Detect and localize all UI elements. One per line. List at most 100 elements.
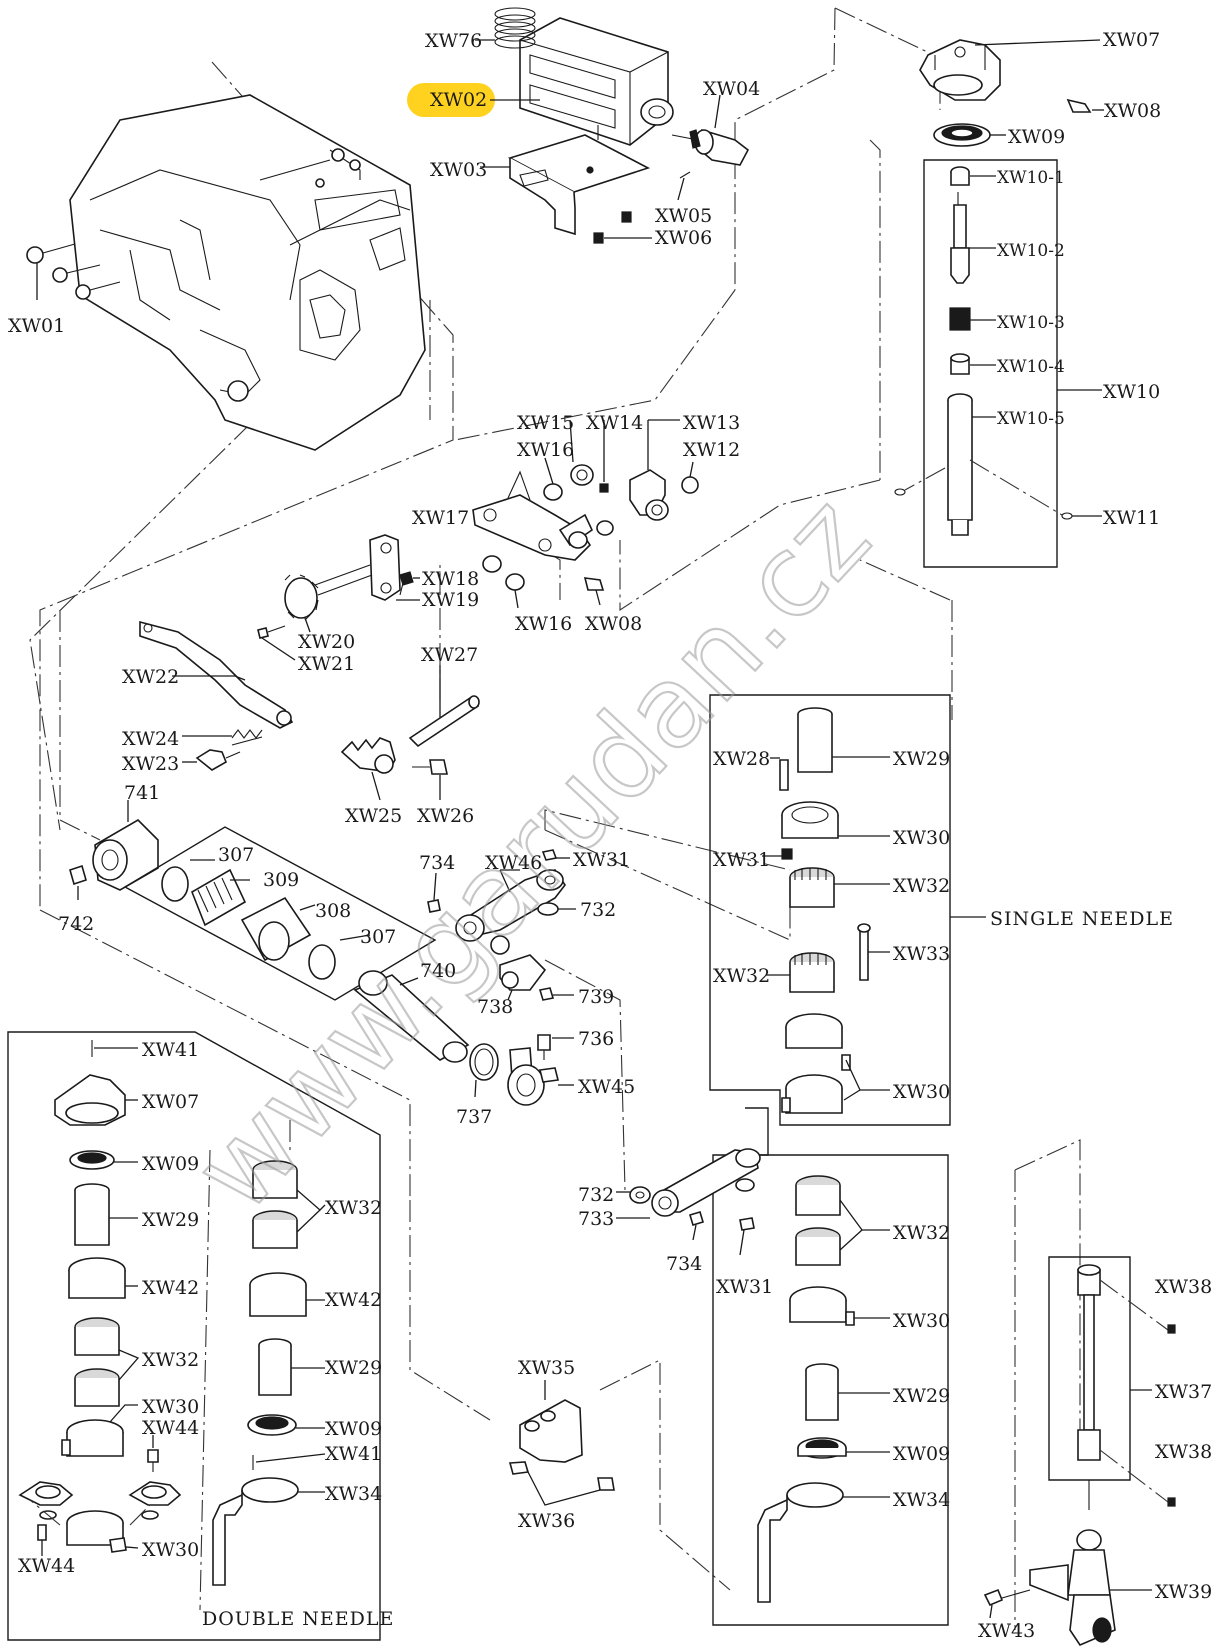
label-xw26[interactable]: XW26: [417, 805, 474, 827]
label-737[interactable]: 737: [456, 1106, 492, 1128]
label-xw42-double-right[interactable]: XW42: [325, 1289, 382, 1311]
label-xw12[interactable]: XW12: [683, 439, 740, 461]
label-xw36[interactable]: XW36: [518, 1510, 575, 1532]
label-xw17[interactable]: XW17: [412, 507, 469, 529]
label-xw09-single[interactable]: XW09: [893, 1443, 950, 1465]
label-xw20[interactable]: XW20: [298, 631, 355, 653]
label-xw21[interactable]: XW21: [298, 653, 355, 675]
label-xw10-1[interactable]: XW10-1: [997, 168, 1065, 188]
label-xw42-double-left[interactable]: XW42: [142, 1277, 199, 1299]
label-xw41-double-right[interactable]: XW41: [325, 1443, 382, 1465]
label-xw13[interactable]: XW13: [683, 412, 740, 434]
label-xw32-double-left[interactable]: XW32: [142, 1349, 199, 1371]
label-xw27[interactable]: XW27: [421, 644, 478, 666]
label-xw01[interactable]: XW01: [8, 315, 65, 337]
label-xw76[interactable]: XW76: [425, 30, 482, 52]
xw15-xw16-bushings: [482, 419, 614, 609]
label-xw30-single-bottom[interactable]: XW30: [893, 1310, 950, 1332]
label-xw16-bottom[interactable]: XW16: [515, 613, 572, 635]
cardan-shaft-xw37: [1048, 1256, 1176, 1507]
label-xw10-5[interactable]: XW10-5: [997, 409, 1065, 429]
label-xw11[interactable]: XW11: [1103, 507, 1160, 529]
bushing-738: [490, 935, 547, 1001]
label-733[interactable]: 733: [578, 1208, 614, 1230]
label-xw29-single-top[interactable]: XW29: [893, 748, 950, 770]
label-xw31-bottom[interactable]: XW31: [716, 1276, 773, 1298]
label-xw37[interactable]: XW37: [1155, 1381, 1212, 1403]
label-xw29-single-bottom[interactable]: XW29: [893, 1385, 950, 1407]
xw09-bearing-top: [933, 123, 1006, 147]
label-xw03[interactable]: XW03: [430, 159, 487, 181]
label-xw31-single[interactable]: XW31: [713, 849, 770, 871]
label-xw24[interactable]: XW24: [122, 728, 179, 750]
xw07-bracket: [919, 39, 1101, 101]
label-xw44-double-right[interactable]: XW44: [142, 1417, 199, 1439]
label-xw16-top[interactable]: XW16: [517, 439, 574, 461]
label-xw30-double-top[interactable]: XW30: [142, 1396, 199, 1418]
label-xw09-double-right[interactable]: XW09: [325, 1418, 382, 1440]
label-xw08-mid[interactable]: XW08: [585, 613, 642, 635]
label-xw18[interactable]: XW18: [422, 568, 479, 590]
label-xw08[interactable]: XW08: [1104, 100, 1161, 122]
label-xw04[interactable]: XW04: [703, 78, 760, 100]
label-xw46[interactable]: XW46: [485, 852, 542, 874]
label-309[interactable]: 309: [263, 869, 299, 891]
label-xw28[interactable]: XW28: [713, 748, 770, 770]
label-xw34-single[interactable]: XW34: [893, 1489, 950, 1511]
label-xw30-single-top[interactable]: XW30: [893, 827, 950, 849]
label-xw30-double-bottom[interactable]: XW30: [142, 1539, 199, 1561]
label-734-bottom[interactable]: 734: [666, 1253, 702, 1275]
label-xw32-single-mid[interactable]: XW32: [713, 965, 770, 987]
label-xw38-top[interactable]: XW38: [1155, 1276, 1212, 1298]
label-xw25[interactable]: XW25: [345, 805, 402, 827]
label-xw07[interactable]: XW07: [1103, 29, 1160, 51]
label-xw32-double-right[interactable]: XW32: [325, 1197, 382, 1219]
label-xw35[interactable]: XW35: [518, 1357, 575, 1379]
label-734-top[interactable]: 734: [419, 852, 455, 874]
label-xw33[interactable]: XW33: [893, 943, 950, 965]
xw12-screw: [681, 461, 699, 494]
label-xw29-double-left[interactable]: XW29: [142, 1209, 199, 1231]
label-xw23[interactable]: XW23: [122, 753, 179, 775]
label-732-bottom[interactable]: 732: [578, 1184, 614, 1206]
label-xw10-4[interactable]: XW10-4: [997, 357, 1065, 377]
label-308[interactable]: 308: [315, 900, 351, 922]
label-741[interactable]: 741: [124, 782, 160, 804]
label-xw10-3[interactable]: XW10-3: [997, 313, 1065, 333]
label-739[interactable]: 739: [578, 986, 614, 1008]
label-xw31-top[interactable]: XW31: [573, 849, 630, 871]
label-xw34-double[interactable]: XW34: [325, 1483, 382, 1505]
label-xw15[interactable]: XW15: [517, 412, 574, 434]
label-307-top[interactable]: 307: [218, 844, 254, 866]
electromagnet-xw02: [519, 17, 674, 146]
label-xw14[interactable]: XW14: [586, 412, 643, 434]
label-738[interactable]: 738: [477, 996, 513, 1018]
label-xw02[interactable]: XW02: [430, 89, 487, 111]
label-xw09[interactable]: XW09: [1008, 126, 1065, 148]
label-732-top[interactable]: 732: [580, 899, 616, 921]
label-xw22[interactable]: XW22: [122, 666, 179, 688]
label-xw38-bottom[interactable]: XW38: [1155, 1441, 1212, 1463]
label-xw39[interactable]: XW39: [1155, 1581, 1212, 1603]
label-xw09-double-top[interactable]: XW09: [142, 1153, 199, 1175]
label-307-bottom[interactable]: 307: [360, 926, 396, 948]
label-xw10[interactable]: XW10: [1103, 381, 1160, 403]
label-xw29-double-right[interactable]: XW29: [325, 1357, 382, 1379]
label-xw19[interactable]: XW19: [422, 589, 479, 611]
label-xw41-double-top[interactable]: XW41: [142, 1039, 199, 1061]
label-xw30-single-mid[interactable]: XW30: [893, 1081, 950, 1103]
label-xw07-double[interactable]: XW07: [142, 1091, 199, 1113]
xw05-pin: [677, 171, 691, 201]
label-xw43[interactable]: XW43: [978, 1620, 1035, 1642]
label-xw45[interactable]: XW45: [578, 1076, 635, 1098]
label-742[interactable]: 742: [58, 913, 94, 935]
label-xw10-2[interactable]: XW10-2: [997, 241, 1065, 261]
label-736[interactable]: 736: [578, 1028, 614, 1050]
label-xw44-double-left[interactable]: XW44: [18, 1555, 75, 1577]
label-xw05[interactable]: XW05: [655, 205, 712, 227]
label-xw06[interactable]: XW06: [655, 227, 712, 249]
label-740[interactable]: 740: [420, 960, 456, 982]
label-xw32-single-top[interactable]: XW32: [893, 875, 950, 897]
single-needle-group: [709, 694, 986, 1626]
label-xw32-single-bottom[interactable]: XW32: [893, 1222, 950, 1244]
